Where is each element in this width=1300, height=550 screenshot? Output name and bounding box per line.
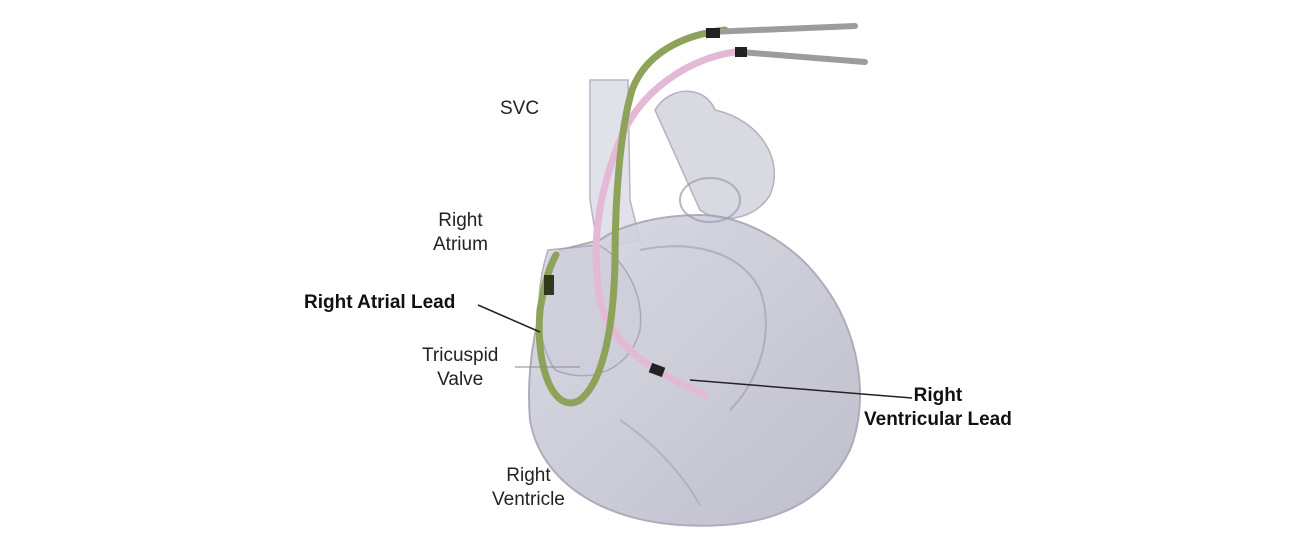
ventricular-lead-body xyxy=(592,48,739,399)
ventricular-lead-connector xyxy=(737,49,868,65)
right-atrium-label: Right Atrium xyxy=(433,209,488,257)
atrial-lead-band xyxy=(706,28,720,38)
right-ventricle-label-line1: Right xyxy=(506,465,551,486)
inner-structure-2 xyxy=(619,419,701,506)
ventricular-lead-tip xyxy=(648,362,666,378)
inner-structure xyxy=(639,245,767,411)
atrial-lead-connector xyxy=(707,23,858,35)
ventricular-lead-band xyxy=(735,47,747,57)
valve-shape xyxy=(679,177,741,223)
right-atrial-lead-label: Right Atrial Lead xyxy=(304,292,456,313)
atrial-lead-tip xyxy=(544,275,554,295)
atrial-lead-pointer xyxy=(477,304,541,333)
svc-label: SVC xyxy=(500,98,540,119)
right-ventricle-label: Right Ventricle xyxy=(492,464,565,512)
right-atrium-label-line2: Atrium xyxy=(433,234,488,255)
rv-lead-label-line2: Ventricular Lead xyxy=(864,409,1012,430)
right-atrium-label-line1: Right xyxy=(438,210,483,231)
right-ventricular-lead-label: Right Ventricular Lead xyxy=(864,384,1012,432)
aorta xyxy=(654,90,776,220)
tricuspid-label-line2: Valve xyxy=(437,369,484,390)
tricuspid-label-line1: Tricuspid xyxy=(422,345,499,366)
tricuspid-valve-label: Tricuspid Valve xyxy=(422,344,498,392)
ventricular-lead-pointer xyxy=(689,379,913,399)
rv-lead-label-line1: Right xyxy=(913,385,963,406)
right-ventricle-label-line2: Ventricle xyxy=(492,489,565,510)
atrial-lead-body xyxy=(535,26,729,407)
